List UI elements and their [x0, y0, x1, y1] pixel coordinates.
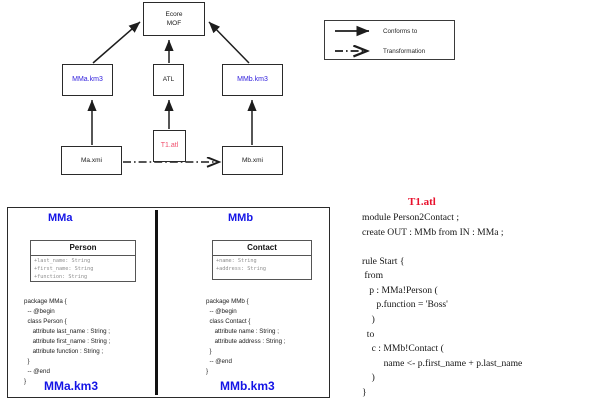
node-mmb-km3[interactable]: MMb.km3 — [222, 64, 283, 96]
node-ecore-line1: Ecore — [165, 10, 183, 18]
solid-arrow-icon — [325, 21, 383, 41]
legend-label-transformation: Transformation — [383, 47, 426, 55]
mmb-km3-footer: MMb.km3 — [220, 379, 275, 393]
node-mma-km3-label: MMa.km3 — [72, 75, 103, 83]
mma-title: MMa — [48, 212, 73, 224]
legend-row-transformation: Transformation — [325, 41, 456, 61]
mmb-title: MMb — [228, 212, 254, 224]
km3-code-mmb: package MMb { -- @begin class Contact { … — [206, 298, 286, 376]
dashed-arrow-icon — [325, 41, 383, 61]
node-mb-xmi-label: Mb.xmi — [242, 156, 263, 164]
uml-attribute: +first_name: String — [34, 266, 94, 273]
legend-box: Conforms to Transformation — [324, 20, 455, 60]
uml-class-contact-attributes: +name: String +address: String — [213, 256, 311, 275]
metamodels-panel — [7, 207, 330, 398]
uml-attribute: +address: String — [216, 266, 266, 273]
node-ecore-mof[interactable]: Ecore MOF — [143, 2, 205, 36]
mma-km3-footer: MMa.km3 — [44, 379, 99, 393]
node-t1-atl[interactable]: T1.atl — [153, 130, 186, 162]
uml-class-contact[interactable]: Contact +name: String +address: String — [212, 240, 312, 280]
atl-code-title: T1.atl — [408, 196, 436, 208]
node-ma-xmi-label: Ma.xmi — [81, 156, 102, 164]
uml-attribute: +name: String — [216, 258, 257, 264]
node-mb-xmi[interactable]: Mb.xmi — [222, 146, 283, 175]
uml-class-person[interactable]: Person +last_name: String +first_name: S… — [30, 240, 136, 282]
atl-code-body: module Person2Contact ; create OUT : MMb… — [362, 212, 523, 398]
km3-code-mma: package MMa { -- @begin class Person { a… — [24, 298, 111, 386]
node-mmb-km3-label: MMb.km3 — [237, 75, 268, 83]
uml-attribute: +function: String — [34, 274, 88, 281]
node-ecore-line2: MOF — [166, 20, 182, 27]
legend-label-conforms-to: Conforms to — [383, 27, 418, 35]
node-atl-label: ATL — [162, 76, 175, 84]
uml-class-person-name: Person — [31, 241, 135, 256]
uml-attribute: +last_name: String — [34, 258, 91, 264]
node-atl[interactable]: ATL — [153, 64, 184, 96]
node-ma-xmi[interactable]: Ma.xmi — [61, 146, 122, 175]
uml-class-person-attributes: +last_name: String +first_name: String +… — [31, 256, 135, 283]
legend-row-conforms-to: Conforms to — [325, 21, 456, 41]
node-mma-km3[interactable]: MMa.km3 — [62, 64, 113, 96]
uml-class-contact-name: Contact — [213, 241, 311, 256]
node-t1-atl-label: T1.atl — [160, 141, 179, 149]
panel-divider — [155, 210, 158, 395]
